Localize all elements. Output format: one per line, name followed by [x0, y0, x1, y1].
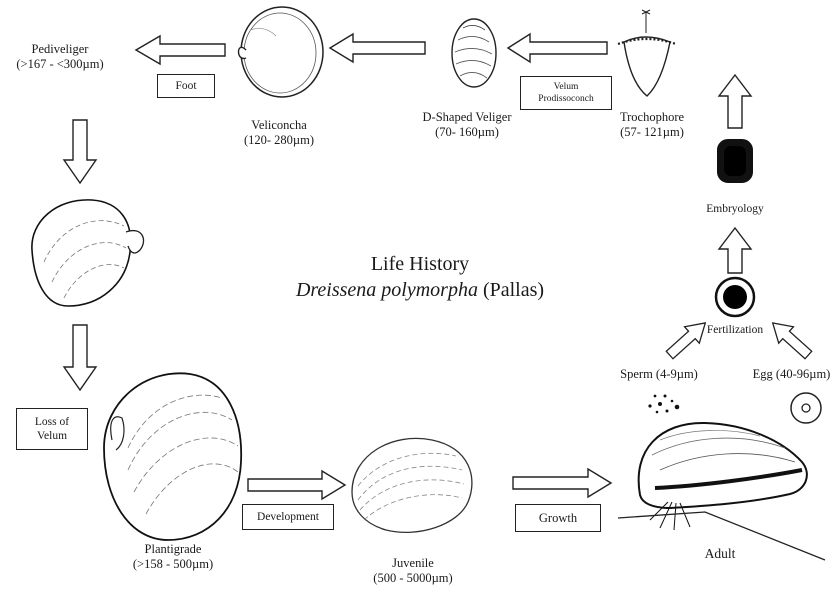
- growth-box: Growth: [515, 504, 601, 532]
- pediveliger-name: Pediveliger: [0, 42, 120, 57]
- hollow-arrow-icon: [719, 228, 751, 273]
- pediveliger-size: (>167 - <300µm): [0, 57, 120, 72]
- loss-of-velum-box: Loss of Velum: [16, 408, 88, 450]
- sperm-label: Sperm (4-9µm): [604, 367, 714, 382]
- development-box: Development: [242, 504, 334, 530]
- hollow-arrow-icon: [136, 36, 225, 64]
- hollow-arrow-icon: [248, 471, 345, 499]
- trochophore-larva-icon: [618, 10, 676, 96]
- foot-box: Foot: [157, 74, 215, 98]
- juvenile-size: (500 - 5000µm): [358, 571, 468, 586]
- species-name: Dreissena polymorpha: [296, 279, 478, 301]
- sperm-dots-icon: [648, 395, 679, 414]
- embryo-icon: [718, 140, 752, 182]
- d-veliger-name: D-Shaped Veliger: [402, 110, 532, 125]
- velum-prodissoconch-box: Velum Prodissoconch: [520, 76, 612, 110]
- d-veliger-label: D-Shaped Veliger (70- 160µm): [402, 110, 532, 140]
- adult-label: Adult: [690, 546, 750, 561]
- hollow-arrow-icon: [64, 325, 96, 390]
- juvenile-shell-icon: [352, 438, 472, 532]
- d-veliger-size: (70- 160µm): [402, 125, 532, 140]
- juvenile-name: Juvenile: [358, 556, 468, 571]
- species-authority: (Pallas): [478, 279, 544, 301]
- hollow-arrow-icon: [64, 120, 96, 183]
- pediveliger-label: Pediveliger (>167 - <300µm): [0, 42, 120, 72]
- hollow-arrow-icon: [513, 469, 611, 497]
- plantigrade-shell-icon: [104, 373, 241, 540]
- diagram-subtitle: Dreissena polymorpha (Pallas): [250, 278, 590, 302]
- veliconcha-size: (120- 280µm): [224, 133, 334, 148]
- plantigrade-size: (>158 - 500µm): [118, 557, 228, 572]
- embryology-label: Embryology: [690, 202, 780, 217]
- egg-label: Egg (40-96µm): [746, 367, 837, 382]
- trochophore-name: Trochophore: [602, 110, 702, 125]
- hollow-arrow-icon: [508, 34, 607, 62]
- adult-mussel-icon: [618, 423, 825, 560]
- diagram-title: Life History: [320, 252, 520, 276]
- pediveliger-shell-icon: [32, 200, 144, 306]
- hollow-arrow-icon: [719, 75, 751, 128]
- veliconcha-label: Veliconcha (120- 280µm): [224, 118, 334, 148]
- title-line1: Life History: [371, 253, 469, 275]
- trochophore-size: (57- 121µm): [602, 125, 702, 140]
- d-veliger-shell-icon: [452, 19, 496, 87]
- plantigrade-name: Plantigrade: [118, 542, 228, 557]
- egg-icon: [791, 393, 821, 423]
- veliconcha-shell-icon: [239, 7, 324, 97]
- veliconcha-name: Veliconcha: [224, 118, 334, 133]
- fertilization-label: Fertilization: [690, 323, 780, 338]
- juvenile-label: Juvenile (500 - 5000µm): [358, 556, 468, 586]
- plantigrade-label: Plantigrade (>158 - 500µm): [118, 542, 228, 572]
- hollow-arrow-icon: [330, 34, 425, 62]
- trochophore-label: Trochophore (57- 121µm): [602, 110, 702, 140]
- fertilized-egg-icon: [716, 278, 754, 316]
